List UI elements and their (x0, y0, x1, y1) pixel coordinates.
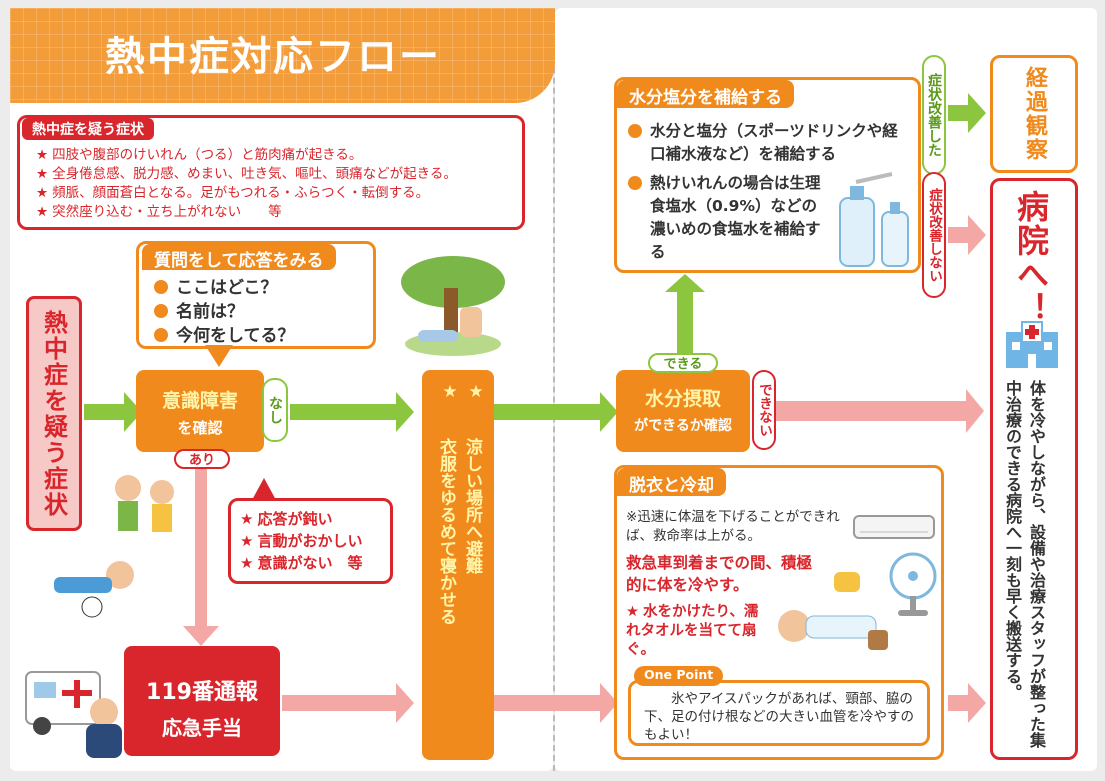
impaired-sign-item: ★意識がない 等 (240, 554, 363, 572)
question-item: 今何をしてる？ (154, 324, 295, 348)
emergency-box: 119番通報 応急手当 (124, 646, 280, 756)
improved-label: 症状改善した (922, 55, 946, 175)
symptom-item: ★全身倦怠感、脱力感、めまい、吐き気、嘔吐、頭痛などが起きる。 (36, 166, 457, 182)
cooling-method: ★水をかけたり、濡れタオルを当てて扇ぐ。 (626, 604, 759, 658)
cooling-emphasis: 救急車到着までの間、積極的に体を冷やす。 (626, 554, 813, 594)
no-label: なし (262, 378, 288, 442)
symptoms-heading: 熱中症を疑う症状 (22, 118, 154, 140)
hydration-item: 水分と塩分（スポーツドリンクや経口補水液など）を補給する (628, 120, 898, 166)
consciousness-subtitle: を確認 (177, 419, 223, 437)
consciousness-title: 意識障害 (161, 390, 238, 412)
question-item: 名前は？ (154, 300, 295, 324)
arrow-improved-to-observe (948, 93, 986, 133)
arrow-start-to-check (84, 392, 142, 432)
cooling-patient-icon (770, 568, 890, 654)
cool-place-step-1: ★涼しい場所へ避難 (462, 382, 486, 574)
consciousness-check-box: 意識障害 を確認 (136, 370, 264, 452)
impaired-signs-tail (252, 478, 276, 500)
arrow-cooling-to-hospital (948, 683, 986, 723)
impaired-signs-list: ★応答が鈍い ★言動がおかしい ★意識がない 等 (240, 508, 362, 574)
tree-icon (398, 252, 508, 362)
air-conditioner-icon (852, 514, 936, 542)
page-divider (553, 8, 555, 771)
hospital-icon (1002, 318, 1062, 370)
start-box: 熱中症を疑う症状 (26, 296, 82, 531)
arrow-cool-to-cooling (494, 683, 618, 723)
hydration-list: 水分と塩分（スポーツドリンクや経口補水液など）を補給する 熱けいれんの場合は生理… (628, 120, 898, 264)
symptom-item: ★四肢や腹部のけいれん（つる）と筋肉痛が起きる。 (36, 147, 363, 163)
symptom-item: ★頻脈、顔面蒼白となる。足がもつれる・ふらつく・転倒する。 (36, 185, 430, 201)
symptom-item: ★突然座り込む・立ち上がれない 等 (36, 204, 282, 220)
water-check-subtitle: ができるか確認 (634, 418, 732, 434)
hospital-title: 病院へ！ (1012, 190, 1050, 326)
water-bottle-icon (836, 172, 916, 270)
title-bar: 熱中症対応フロー (10, 8, 555, 103)
water-check-title: 水分摂取 (644, 388, 721, 410)
impaired-sign-item: ★応答が鈍い (240, 510, 333, 528)
arrow-yes-down (183, 468, 219, 646)
fan-icon (886, 550, 940, 620)
question-item: ここはどこ？ (154, 276, 295, 300)
arrow-water-to-hydration (665, 274, 705, 370)
impaired-sign-item: ★言動がおかしい (240, 532, 363, 550)
hydration-heading: 水分塩分を補給する (617, 80, 794, 108)
symptoms-list: ★四肢や腹部のけいれん（つる）と筋肉痛が起きる。 ★全身倦怠感、脱力感、めまい、… (36, 146, 526, 222)
yes-label: あり (174, 449, 230, 469)
arrow-cool-to-water (494, 392, 618, 432)
questions-list: ここはどこ？ 名前は？ 今何をしてる？ (154, 276, 295, 348)
fallen-child-icon (34, 555, 144, 620)
emergency-title: 119番通報 (146, 680, 258, 705)
cannot-label: できない (752, 370, 776, 450)
hospital-box (990, 178, 1078, 760)
impaired-signs-box (228, 498, 393, 584)
hydration-item: 熱けいれんの場合は生理食塩水（0.9%）などの濃いめの食塩水を補給する (628, 172, 828, 264)
not-improved-label: 症状改善しない (922, 172, 946, 298)
cool-place-step-2: ★衣服をゆるめて寝かせる (436, 382, 460, 625)
arrow-none-to-cool (290, 392, 414, 432)
one-point-box (628, 680, 930, 746)
arrow-cannot-to-hospital (776, 389, 984, 433)
children-icon (100, 470, 190, 550)
questions-bubble-tail (205, 345, 233, 367)
one-point-text: 氷やアイスパックがあれば、頸部、脇の下、足の付け根などの大きい血管を冷やすのもよ… (644, 691, 914, 743)
observe-box: 経過観察 (990, 55, 1078, 173)
emergency-subtitle: 応急手当 (162, 716, 242, 740)
ambulance-icon (24, 660, 124, 760)
cooling-heading: 脱衣と冷却 (617, 468, 726, 496)
questions-heading: 質問をして応答をみる (142, 244, 336, 271)
one-point-label: One Point (634, 666, 724, 686)
page-title: 熱中症対応フロー (105, 34, 441, 80)
can-label: できる (648, 353, 718, 373)
water-check-box: 水分摂取 ができるか確認 (616, 370, 750, 452)
cool-place-box: ★涼しい場所へ避難 ★衣服をゆるめて寝かせる (422, 370, 494, 760)
cooling-note: ※迅速に体温を下げることができれば、救命率は上がる。 (626, 509, 840, 544)
arrow-notimproved-to-hospital (948, 215, 986, 255)
hospital-description: 体を冷やしながら、設備や治療スタッフが整った集中治療のできる病院へ一刻も早く搬送… (1003, 380, 1046, 748)
arrow-emergency-to-cool (282, 683, 414, 723)
